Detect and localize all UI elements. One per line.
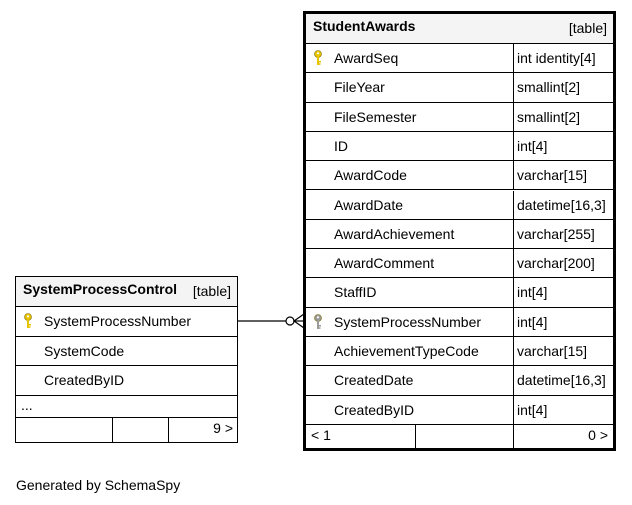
column-name: AchievementTypeCode [334, 343, 479, 359]
column-row[interactable]: SystemCode [16, 337, 237, 366]
table-title: StudentAwards [313, 18, 416, 34]
table-header: SystemProcessControl [table] [16, 277, 237, 307]
parents-count: < 1 [311, 427, 331, 443]
column-type: int identity[4] [517, 50, 596, 66]
children-count: 0 > [588, 427, 608, 443]
column-type: varchar[15] [517, 167, 588, 184]
table-system-process-control[interactable]: SystemProcessControl [table] SystemProce… [15, 276, 238, 443]
column-name: CreatedByID [334, 401, 415, 418]
column-type: int[4] [517, 313, 548, 330]
table-footer: 9 > [16, 418, 237, 442]
column-type: int[4] [517, 284, 548, 301]
column-row[interactable]: AwardComment varchar[200] [306, 249, 613, 279]
column-type: varchar[200] [517, 255, 595, 272]
column-name: CreatedDate [334, 372, 414, 389]
column-row[interactable]: AwardCode varchar[15] [306, 161, 613, 191]
column-name: FileSemester [334, 108, 417, 125]
primary-key-icon [313, 50, 323, 66]
column-type: int[4] [517, 137, 548, 154]
column-type: varchar[15] [517, 343, 588, 359]
children-count: 9 > [213, 420, 233, 436]
column-row[interactable]: AwardAchievement varchar[255] [306, 219, 613, 250]
column-row[interactable]: ID int[4] [306, 131, 613, 162]
column-row[interactable]: SystemProcessNumber int[4] [306, 307, 613, 337]
primary-key-icon [23, 313, 33, 329]
column-name: CreatedByID [44, 372, 125, 388]
column-type: varchar[255] [517, 225, 595, 242]
foreign-key-icon [313, 313, 323, 330]
column-name: StaffID [334, 284, 377, 301]
column-row[interactable]: SystemProcessNumber [16, 307, 237, 337]
more-columns-ellipsis: ... [21, 397, 33, 413]
column-name: ID [334, 137, 348, 154]
table-footer: < 1 0 > [306, 425, 613, 448]
column-row[interactable]: AwardSeq int identity[4] [306, 44, 613, 74]
column-row[interactable]: CreatedByID int[4] [306, 395, 613, 425]
column-name: AwardCode [334, 167, 407, 184]
column-type: datetime[16,3] [517, 372, 606, 389]
table-kind: [table] [568, 20, 607, 36]
column-row[interactable]: AchievementTypeCode varchar[15] [306, 337, 613, 367]
column-name: AwardSeq [334, 50, 399, 66]
column-name: SystemCode [44, 342, 125, 359]
table-kind: [table] [192, 283, 231, 299]
table-title: SystemProcessControl [23, 281, 178, 297]
generated-by-label: Generated by SchemaSpy [16, 477, 181, 493]
column-row[interactable]: CreatedByID [16, 366, 237, 396]
zero-cardinality-marker [285, 316, 295, 326]
column-type: smallint[2] [517, 108, 581, 125]
column-name: AwardDate [334, 196, 404, 213]
column-row[interactable]: FileSemester smallint[2] [306, 102, 613, 132]
column-row[interactable]: AwardDate datetime[16,3] [306, 190, 613, 220]
table-header: StudentAwards [table] [306, 14, 613, 44]
column-type: int[4] [517, 401, 548, 418]
column-row[interactable]: CreatedDate datetime[16,3] [306, 366, 613, 396]
column-row[interactable]: FileYear smallint[2] [306, 73, 613, 103]
column-name: SystemProcessNumber [334, 313, 482, 330]
column-type: datetime[16,3] [517, 196, 606, 213]
column-name: AwardAchievement [334, 225, 455, 242]
column-type: smallint[2] [517, 79, 581, 96]
column-name: FileYear [334, 79, 385, 96]
more-columns-row: ... [16, 395, 237, 418]
table-student-awards[interactable]: StudentAwards [table] AwardSeq int identi… [303, 11, 616, 451]
column-name: SystemProcessNumber [44, 313, 192, 329]
crows-foot-marker [292, 313, 305, 329]
column-name: AwardComment [334, 255, 435, 272]
column-row[interactable]: StaffID int[4] [306, 278, 613, 308]
